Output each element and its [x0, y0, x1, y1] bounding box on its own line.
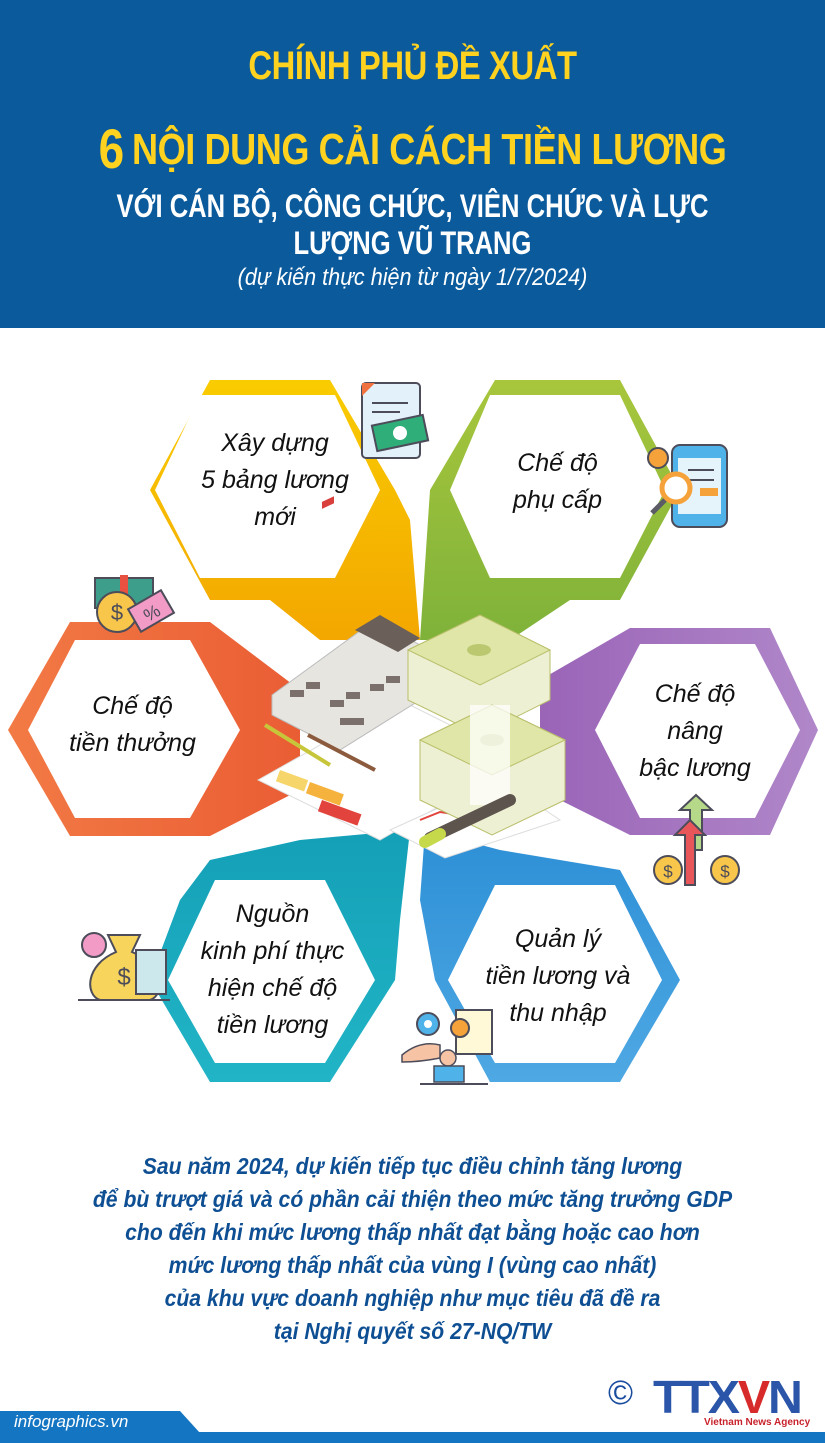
item-bonus: Chế độ tiền thưởng [69, 692, 196, 757]
ttxvn-logo: TTXVN [653, 1371, 803, 1423]
svg-text:$: $ [111, 600, 123, 625]
phone-coin-search-icon [647, 444, 728, 528]
svg-text:$: $ [663, 862, 673, 881]
hexagon-orange [8, 622, 300, 836]
website-link[interactable]: infographics.vn [14, 1412, 129, 1431]
worker-gear-document-icon [401, 1009, 493, 1085]
title-line-1: CHÍNH PHỦ ĐỀ XUẤT [248, 44, 577, 88]
title-line-3: VỚI CÁN BỘ, CÔNG CHỨC, VIÊN CHỨC VÀ LỰC … [116, 188, 709, 261]
center-illustration [256, 496, 567, 859]
hexagon-green [420, 380, 680, 640]
item-salary-raise: Chế độ nâng bậc lương [639, 680, 751, 782]
gift-coin-coupon-icon: $ % [94, 575, 176, 634]
footer-tab [0, 1411, 200, 1433]
agency-name: Vietnam News Agency [704, 1417, 811, 1428]
item-salary-management: Quản lý tiền lương và thu nhập [485, 925, 631, 1027]
document-money-icon [361, 382, 430, 459]
hexagon-yellow [150, 380, 420, 640]
conclusion-text: Sau năm 2024, dự kiến tiếp tục điều chỉn… [92, 1153, 733, 1344]
subtitle-date: (dự kiến thực hiện từ ngày 1/7/2024) [237, 264, 588, 291]
item-allowance: Chế độ phụ cấp [513, 449, 602, 514]
coins-arrows-up-icon: $ $ [653, 793, 740, 886]
header-banner [0, 0, 825, 328]
svg-text:$: $ [117, 964, 130, 991]
footer-bar [0, 1432, 825, 1443]
copyright-icon: © [608, 1374, 634, 1412]
item-build-salary-tables: Xây dựng 5 bảng lương mới [201, 429, 349, 531]
item-funding-source: Nguồn kinh phí thực hiện chế độ tiền lươ… [200, 900, 345, 1039]
hexagon-teal [150, 830, 410, 1082]
title-number: 6 [98, 117, 125, 180]
svg-text:$: $ [720, 862, 730, 881]
hexagon-purple [540, 628, 818, 835]
moneybag-calculator-clock-icon: $ [78, 932, 170, 1001]
